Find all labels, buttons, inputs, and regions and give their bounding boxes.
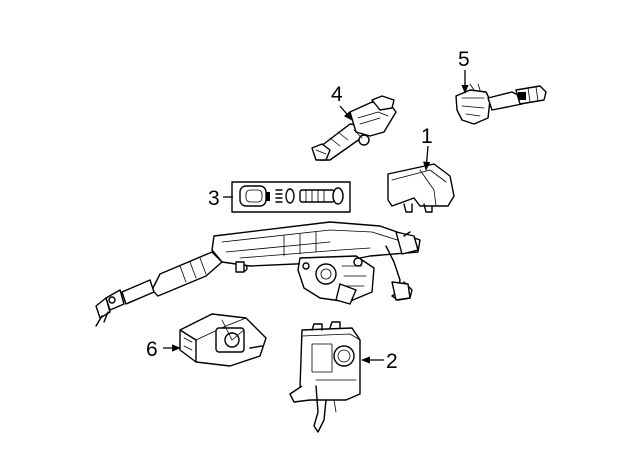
part-5-wiper-switch xyxy=(455,83,547,125)
part-2-control-module xyxy=(289,321,361,433)
part-3-lock-cylinder-kit xyxy=(231,181,351,213)
callout-1: 1 xyxy=(421,125,433,148)
leader-4 xyxy=(339,105,353,121)
callout-5: 5 xyxy=(458,48,470,71)
part-6-sensor-module xyxy=(179,313,267,367)
callout-6: 6 xyxy=(146,338,158,361)
part-1-column-cover xyxy=(387,163,455,213)
callout-2: 2 xyxy=(386,350,398,373)
callout-3: 3 xyxy=(208,187,220,210)
part-4-turn-signal-switch xyxy=(311,95,397,161)
callout-4: 4 xyxy=(331,83,343,106)
leader-1 xyxy=(423,145,431,171)
steering-column-assembly xyxy=(95,221,421,327)
